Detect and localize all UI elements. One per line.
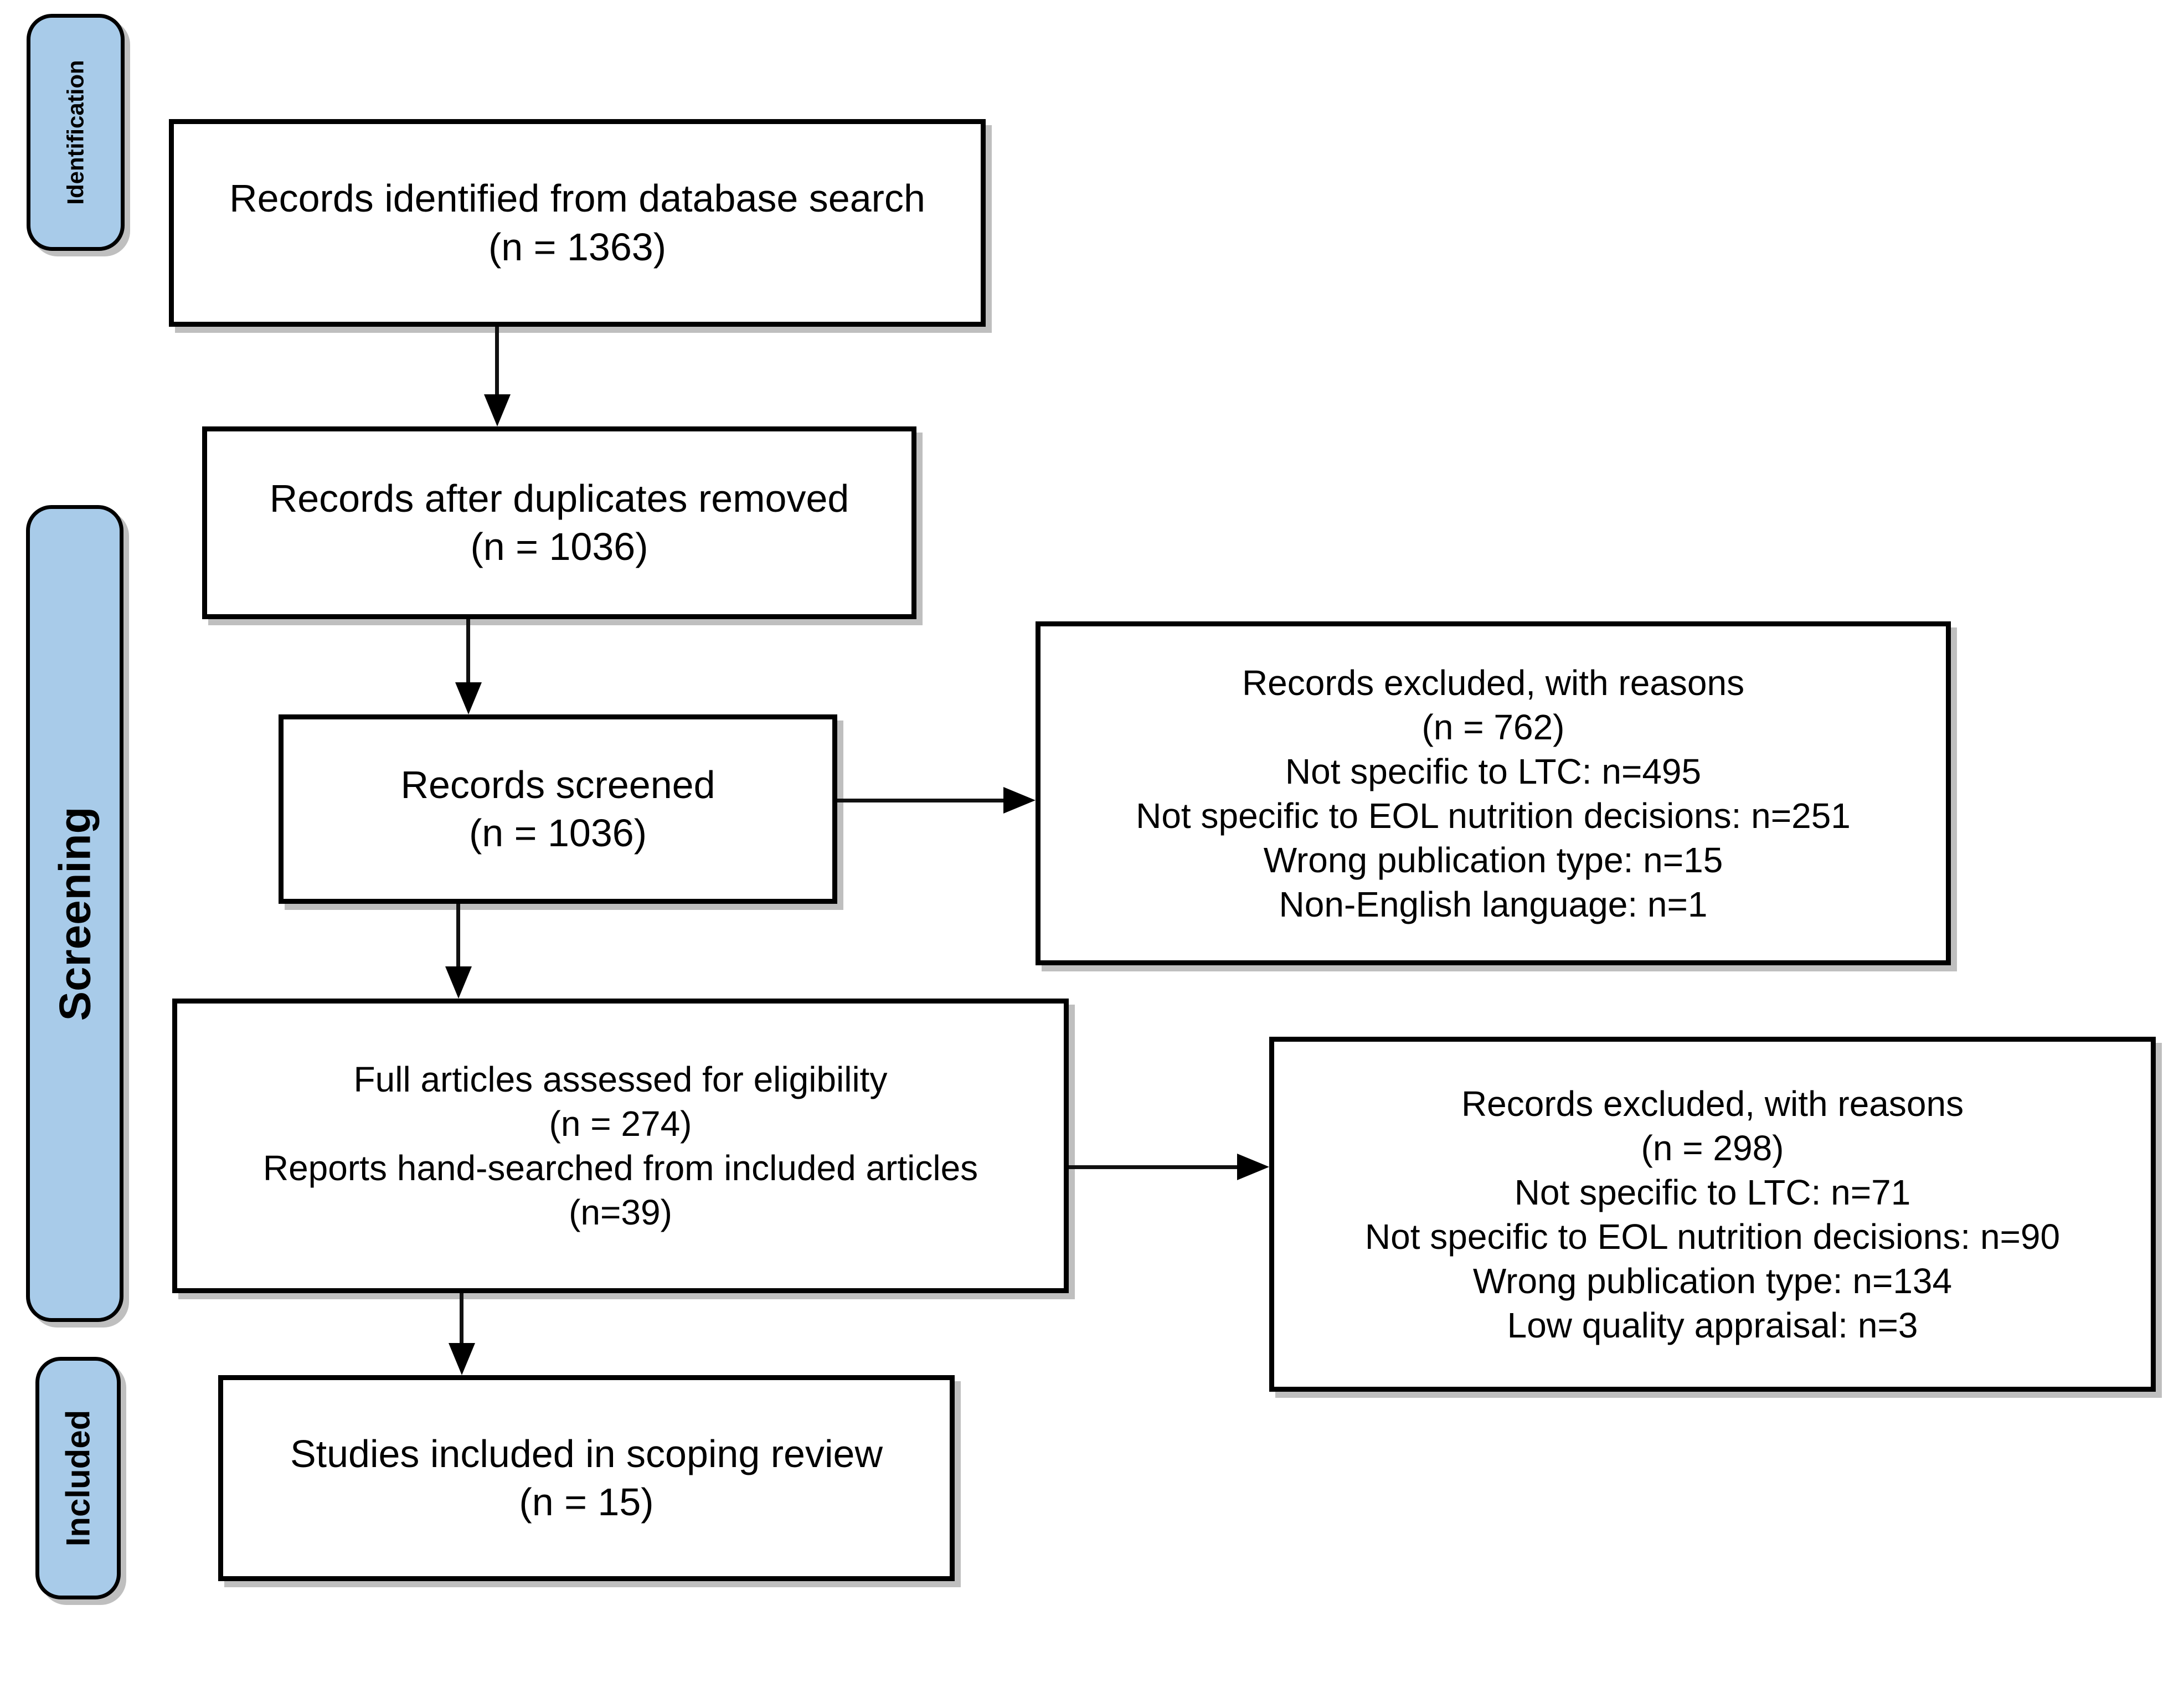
stage-included: Included: [35, 1357, 121, 1599]
excluded-fulltext-reason1: Not specific to LTC: n=71: [1514, 1172, 1911, 1212]
arrow-screened-to-fullarticles-line: [456, 904, 460, 969]
excluded-fulltext-title: Records excluded, with reasons: [1461, 1083, 1964, 1124]
excluded-screening-title: Records excluded, with reasons: [1242, 662, 1745, 703]
excluded-screening-reason2: Not specific to EOL nutrition decisions:…: [1136, 795, 1851, 836]
box-records-screened-line1: Records screened: [400, 763, 715, 806]
excluded-screening-reason3: Wrong publication type: n=15: [1263, 840, 1723, 880]
box-duplicates-removed: Records after duplicates removed (n = 10…: [202, 426, 916, 619]
excluded-screening-reason4: Non-English language: n=1: [1279, 884, 1708, 924]
arrow-identified-to-deduplicated-head: [484, 394, 511, 426]
arrow-fullarticles-to-excluded-head: [1237, 1154, 1269, 1180]
box-records-identified: Records identified from database search …: [169, 119, 986, 327]
full-articles-count: (n = 274): [549, 1104, 692, 1144]
box-studies-included: Studies included in scoping review (n = …: [218, 1375, 955, 1581]
box-records-screened-count: (n = 1036): [468, 811, 647, 855]
box-records-identified-count: (n = 1363): [488, 225, 667, 269]
box-excluded-fulltext: Records excluded, with reasons (n = 298)…: [1269, 1037, 2156, 1392]
arrow-fullarticles-to-included-head: [449, 1343, 475, 1375]
excluded-screening-reason1: Not specific to LTC: n=495: [1285, 751, 1702, 791]
arrow-screened-to-excluded-line: [837, 799, 1005, 802]
box-records-identified-line1: Records identified from database search: [229, 177, 925, 220]
full-articles-handsearch-count: (n=39): [569, 1192, 672, 1232]
studies-included-line1: Studies included in scoping review: [290, 1432, 883, 1475]
box-excluded-screening: Records excluded, with reasons (n = 762)…: [1036, 621, 1951, 965]
box-duplicates-removed-count: (n = 1036): [470, 525, 648, 568]
arrow-screened-to-fullarticles-head: [445, 966, 472, 999]
stage-identification-label: Identification: [62, 60, 89, 205]
stage-screening: Screening: [26, 505, 123, 1322]
excluded-fulltext-reason2: Not specific to EOL nutrition decisions:…: [1364, 1216, 2061, 1257]
stage-identification: Identification: [27, 14, 125, 251]
arrow-deduplicated-to-screened-head: [455, 682, 482, 714]
stage-screening-label: Screening: [50, 806, 100, 1021]
excluded-fulltext-reason4: Low quality appraisal: n=3: [1507, 1305, 1918, 1345]
arrow-deduplicated-to-screened-line: [466, 619, 470, 686]
studies-included-count: (n = 15): [519, 1480, 654, 1524]
arrow-fullarticles-to-excluded-line: [1069, 1165, 1239, 1169]
stage-included-label: Included: [59, 1409, 96, 1547]
excluded-screening-count: (n = 762): [1421, 707, 1565, 747]
box-full-articles-assessed: Full articles assessed for eligibility (…: [172, 999, 1069, 1293]
arrow-identified-to-deduplicated-line: [495, 327, 499, 398]
box-records-screened: Records screened (n = 1036): [279, 714, 837, 904]
arrow-fullarticles-to-included-line: [460, 1293, 463, 1345]
full-articles-line1: Full articles assessed for eligibility: [353, 1059, 888, 1099]
excluded-fulltext-count: (n = 298): [1641, 1128, 1784, 1168]
arrow-screened-to-excluded-head: [1003, 787, 1036, 814]
full-articles-line2: Reports hand-searched from included arti…: [262, 1148, 978, 1188]
excluded-fulltext-reason3: Wrong publication type: n=134: [1472, 1260, 1953, 1301]
box-duplicates-removed-line1: Records after duplicates removed: [269, 476, 849, 520]
